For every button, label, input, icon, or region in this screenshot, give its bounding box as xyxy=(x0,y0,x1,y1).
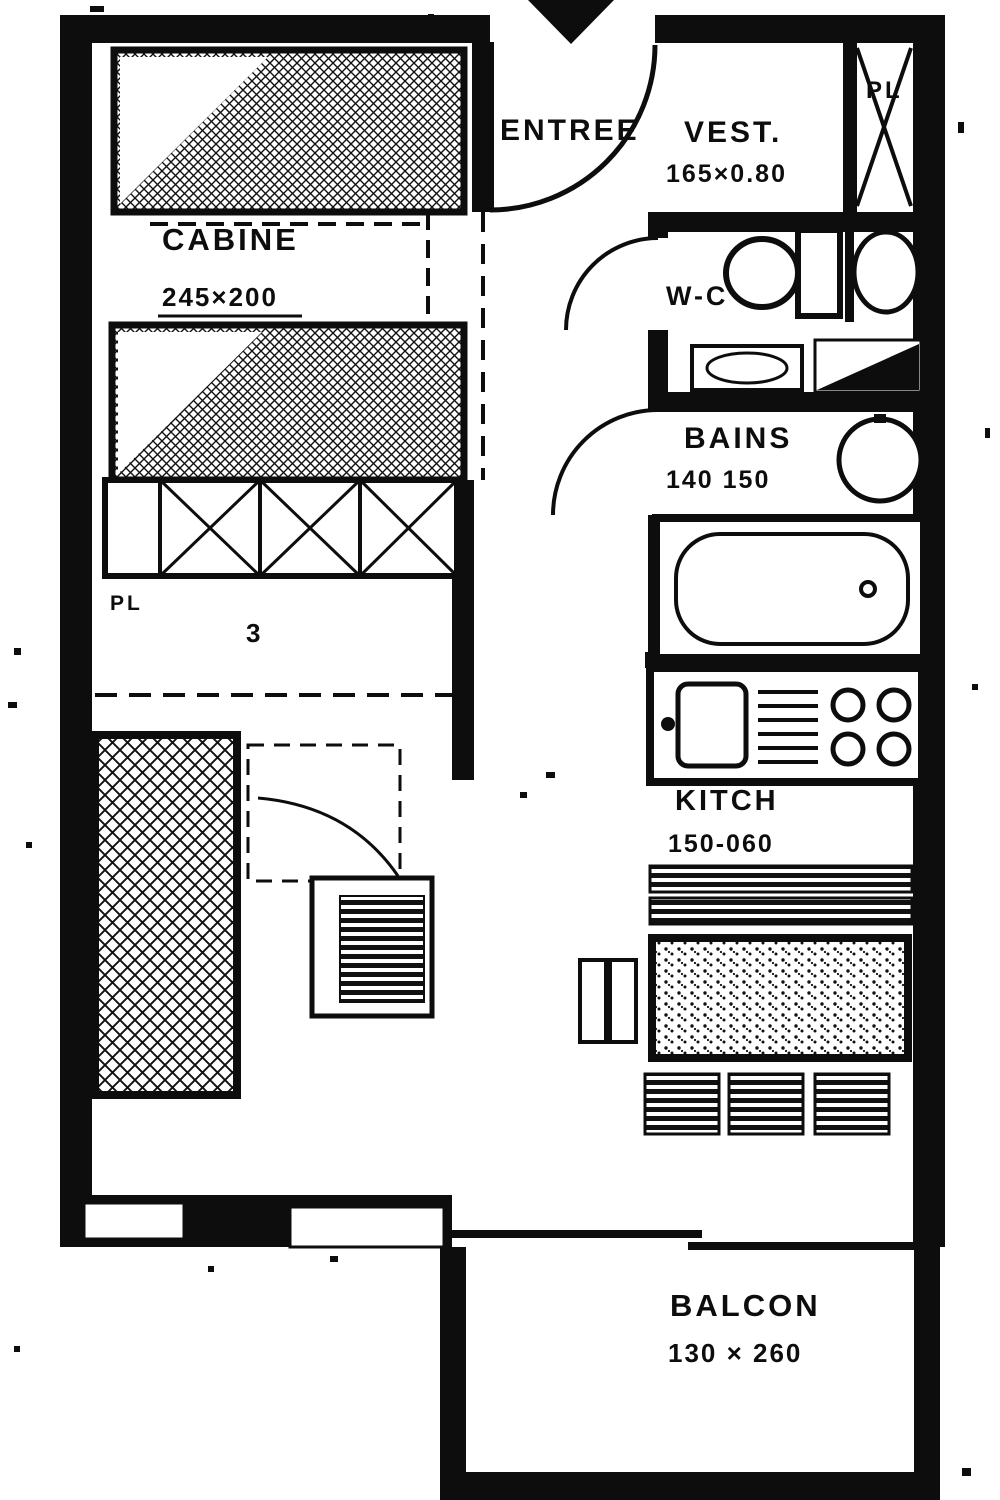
wardrobe xyxy=(102,477,460,579)
dims-cabine: 245×200 xyxy=(162,282,278,312)
chair-pair xyxy=(578,958,638,1044)
bains-basin-fixture xyxy=(836,414,924,504)
dims-bains: 140 150 xyxy=(666,466,770,494)
dining-table xyxy=(648,934,912,1062)
label-pl-left: PL xyxy=(110,592,143,615)
kitchen-counter xyxy=(646,664,926,786)
wc-basin-fixture xyxy=(851,229,921,315)
bench-bottom xyxy=(648,896,914,926)
dining-furniture xyxy=(578,864,914,1136)
window-left xyxy=(82,1201,186,1241)
window-openings xyxy=(82,1201,446,1249)
dims-kitch: 150-060 xyxy=(668,830,774,858)
dims-balcon: 130 × 260 xyxy=(668,1338,802,1368)
label-entree: ENTREE xyxy=(500,114,640,147)
wc-shelf-fixture xyxy=(690,344,804,392)
entrance-marker-triangle xyxy=(528,0,614,44)
bench-top xyxy=(648,864,914,894)
kitchen-sink-fixture xyxy=(675,681,749,769)
cabin-beds xyxy=(108,46,468,484)
desk-swing-arc xyxy=(257,796,400,877)
dims-vest: 165×0.80 xyxy=(666,160,787,188)
window-right xyxy=(288,1205,446,1249)
bathtub-fixture xyxy=(652,514,928,662)
side-table-slats xyxy=(339,895,425,1003)
wc-corner-hatch xyxy=(813,338,923,394)
closet-cross xyxy=(855,47,913,207)
label-kitch: KITCH xyxy=(675,785,779,817)
scan-noise xyxy=(8,6,990,1476)
label-bains: BAINS xyxy=(684,422,792,455)
room-labels: ENTREE VEST. 165×0.80 PL W-C BAINS 140 1… xyxy=(110,77,903,1368)
toilet-fixture xyxy=(723,227,843,319)
label-wc: W-C xyxy=(666,281,728,311)
stool-row xyxy=(643,1072,891,1136)
bed-upper-pillow xyxy=(120,57,268,204)
bed-vertical xyxy=(91,731,241,1099)
wc-door-arc xyxy=(564,236,659,331)
closet-number: 3 xyxy=(246,618,263,648)
door-swings xyxy=(489,44,659,516)
label-vest: VEST. xyxy=(684,116,782,149)
drainboard-lines xyxy=(758,690,818,764)
label-balcon: BALCON xyxy=(670,1288,821,1323)
cooktop-burners xyxy=(830,687,912,767)
balcony-sliding-door xyxy=(452,1230,916,1250)
entrance-door-arc xyxy=(489,44,658,213)
label-cabine: CABINE xyxy=(162,222,299,257)
wardrobe-cross-doors xyxy=(158,478,459,578)
bains-door-arc xyxy=(551,408,659,516)
dashed-partitions xyxy=(95,212,485,697)
desk-area xyxy=(246,743,435,1019)
kitchen-faucet xyxy=(661,717,675,731)
bed-lower-pillow xyxy=(118,332,262,474)
label-pl-right: PL xyxy=(866,77,903,104)
